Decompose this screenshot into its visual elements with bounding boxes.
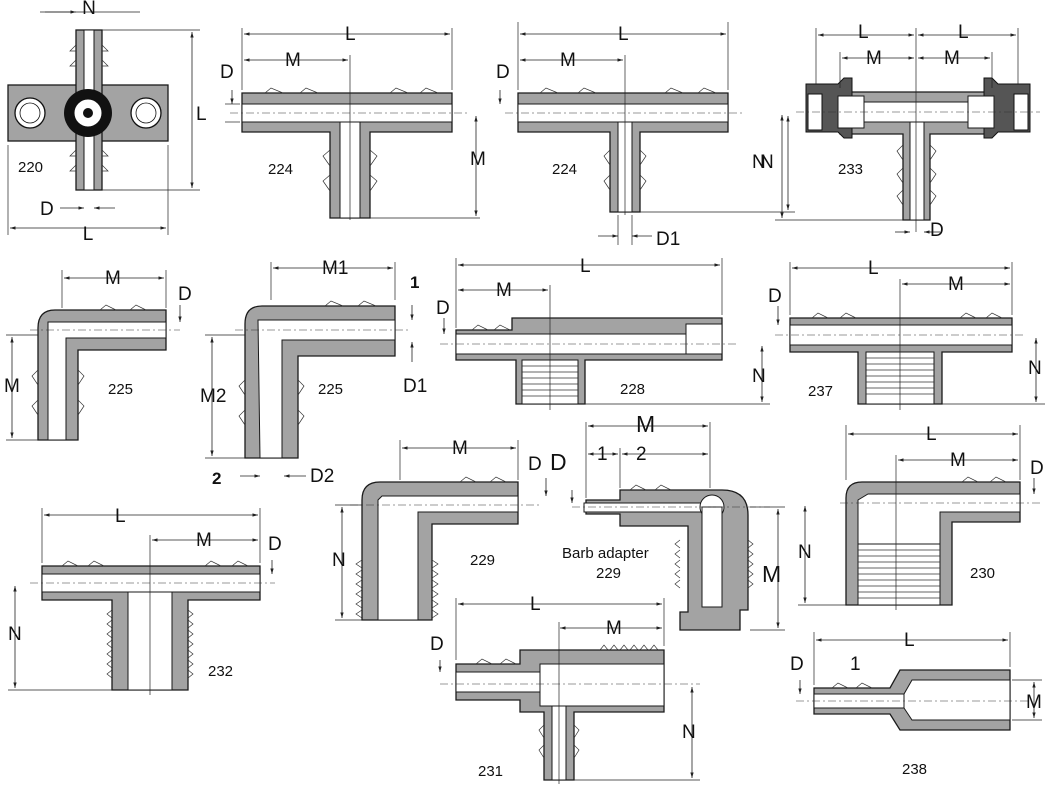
f229b-label-d: D	[550, 449, 567, 475]
f229a-label-m: M	[452, 438, 468, 459]
f233-label-m1: M	[866, 48, 882, 69]
f224a-number: 224	[268, 161, 293, 178]
f232-label-l: L	[115, 506, 126, 527]
f232-label-m: M	[196, 530, 212, 551]
f230-label-d: D	[1030, 458, 1044, 479]
f220-label-l-side: L	[196, 104, 207, 125]
f233-label-l2: L	[958, 22, 969, 43]
f225a-label-d: D	[178, 284, 192, 305]
f237-label-d: D	[768, 286, 782, 307]
f224a-label-m-side: M	[470, 149, 486, 170]
f233-label-n: N	[760, 152, 774, 173]
f238-label-l: L	[904, 630, 915, 651]
f233-label-d: D	[930, 220, 944, 241]
f228-label-l: L	[580, 256, 591, 277]
f225b-label-m1: M1	[322, 258, 348, 279]
f233-number: 233	[838, 161, 863, 178]
f220-label-n: N	[82, 0, 96, 19]
f228-body	[455, 317, 723, 405]
f230-label-m: M	[950, 450, 966, 471]
f229a-label-n: N	[332, 550, 346, 571]
f233-label-m2: M	[944, 48, 960, 69]
f229a-label-d: D	[528, 454, 542, 475]
f233-label-l1: L	[858, 22, 869, 43]
fitting-231: L M D N 231	[430, 594, 700, 784]
f229b-number: 229	[596, 565, 621, 582]
fitting-229-b: M D 1 2 M Barb adapter 229	[550, 411, 785, 631]
fitting-229-a: M D N 229	[332, 438, 548, 621]
f224b-label-d: D	[496, 62, 510, 83]
f238-label-m: M	[1026, 692, 1042, 713]
f230-label-l: L	[926, 424, 937, 445]
f232-label-d: D	[268, 534, 282, 555]
f229b-tag-2: 2	[636, 444, 647, 465]
fitting-238: L D M 1 238	[790, 630, 1042, 778]
f224a-label-m: M	[285, 50, 301, 71]
f224b-label-l: L	[618, 24, 629, 45]
f232-label-n: N	[8, 624, 22, 645]
f231-number: 231	[478, 763, 503, 780]
f229b-tag-1: 1	[597, 444, 608, 465]
f220-label-d: D	[40, 199, 54, 220]
f225b-number: 225	[318, 381, 343, 398]
fitting-232: L M D N 232	[8, 506, 282, 695]
f232-number: 232	[208, 663, 233, 680]
f231-label-n: N	[682, 722, 696, 743]
f238-number: 238	[902, 761, 927, 778]
f224b-number: 224	[552, 161, 577, 178]
f231-label-m: M	[606, 618, 622, 639]
f228-label-n: N	[752, 366, 766, 387]
f230-number: 230	[970, 565, 995, 582]
f224b-label-d1: D1	[656, 229, 680, 250]
f237-label-m: M	[948, 274, 964, 295]
f225b-label-d2: D2	[310, 466, 334, 487]
f224a-label-d: D	[220, 62, 234, 83]
f229b-caption: Barb adapter	[562, 545, 649, 562]
f238-label-d: D	[790, 654, 804, 675]
f230-label-n: N	[798, 542, 812, 563]
f228-label-m: M	[496, 280, 512, 301]
f228-label-d: D	[436, 298, 450, 319]
f224a-label-l: L	[345, 24, 356, 45]
f225a-label-m: M	[105, 268, 121, 289]
f231-label-d: D	[430, 634, 444, 655]
f229a-number: 229	[470, 552, 495, 569]
f220-label-l: L	[83, 224, 94, 245]
f225b-label-d1: D1	[403, 376, 427, 397]
fitting-220: N L L D 220	[7, 0, 207, 245]
f237-label-n: N	[1028, 358, 1042, 379]
fitting-225-a: M M D 225	[4, 268, 192, 441]
fitting-233: L L M M N D 233	[760, 22, 1040, 241]
f225b-label-m2: M2	[200, 386, 226, 407]
f231-label-l: L	[530, 594, 541, 615]
f220-number: 220	[18, 159, 43, 176]
fitting-230: L M D N 230	[798, 424, 1044, 610]
f228-number: 228	[620, 381, 645, 398]
f237-number: 237	[808, 383, 833, 400]
fitting-225-b: M1 M2 D1 D2 1 2 225	[200, 258, 427, 488]
f225b-tag-2: 2	[212, 469, 221, 488]
f238-tag-1: 1	[850, 654, 861, 675]
fitting-237: L M D N 237	[768, 258, 1045, 410]
fitting-228: L M D N 228	[436, 256, 770, 410]
f229b-label-m-side: M	[762, 561, 781, 587]
f225a-body	[37, 309, 167, 441]
f225b-tag-1: 1	[410, 273, 419, 292]
f225a-number: 225	[108, 381, 133, 398]
f224b-label-n: N	[752, 152, 766, 173]
fitting-224-a: L M M D 224	[220, 24, 486, 220]
f229b-label-m: M	[636, 411, 655, 437]
f237-label-l: L	[868, 258, 879, 279]
fitting-224-b: L M N D D1 224	[496, 22, 795, 250]
f225a-label-m-side: M	[4, 376, 20, 397]
f224b-label-m: M	[560, 50, 576, 71]
